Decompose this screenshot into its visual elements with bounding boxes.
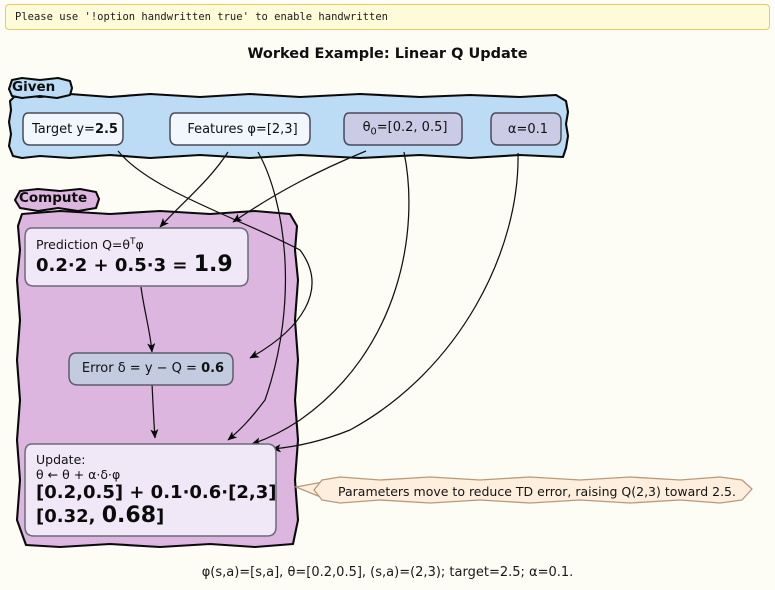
compute-node-error[interactable]: Error δ = y − Q = 0.6 [68,352,236,386]
edge-alpha-to-update [271,152,519,453]
diagram-caption: φ(s,a)=[s,a], θ=[0.2,0.5], (s,a)=(2,3); … [201,565,574,580]
callout-note[interactable]: Parameters move to reduce TD error, rais… [293,476,753,504]
prediction-formula-label: Prediction Q=θTφ [36,236,144,253]
banner-message: Please use '!option handwritten true' to… [15,11,388,23]
target-node-label: Target y=2.5 [32,121,118,137]
compute-node-update[interactable]: Update: θ ← θ + α·δ·φ [0.2,0.5] + 0.1·0.… [24,443,282,537]
alpha-node-shape [490,112,562,146]
alpha-node-label: α=0.1 [507,121,549,137]
edge-theta0-to-prediction [232,150,367,223]
given-node-features[interactable]: Features φ=[2,3] [169,112,315,146]
target-node-shape [22,112,124,146]
update-rule-label: θ ← θ + α·δ·φ [36,467,121,482]
features-node-shape [169,112,311,146]
edge-error-to-update [150,382,159,439]
compute-node-prediction[interactable]: Prediction Q=θTφ 0.2·2 + 0.5·3 = 1.9 [24,227,254,287]
compute-group-tab [13,187,101,213]
theta0-node-shape [343,112,463,146]
update-expression-label: [0.2,0.5] + 0.1·0.6·[2,3] [36,482,277,503]
handwritten-option-banner: Please use '!option handwritten true' to… [5,4,770,30]
edge-target-to-error [117,150,313,359]
page-title: Worked Example: Linear Q Update [247,46,528,62]
prediction-result-label: 0.2·2 + 0.5·3 = 1.9 [36,252,233,278]
edge-theta0-to-update [251,151,410,446]
error-node-label: Error δ = y − Q = 0.6 [81,361,225,376]
theta0-node-label: θ0=[0.2, 0.5] [362,120,448,138]
compute-group-label: Compute [19,190,88,206]
edge-prediction-to-error [140,286,156,353]
given-group-label: Given [12,79,56,95]
update-result-label: [0.32, 0.68] [36,503,165,528]
given-node-target[interactable]: Target y=2.5 [22,112,126,146]
callout-body-shape [313,476,753,504]
features-node-label: Features φ=[2,3] [187,121,298,137]
edge-layer [117,150,519,453]
callout-note-text: Parameters move to reduce TD error, rais… [338,483,736,499]
update-node-shape [24,443,277,537]
given-group-tab [7,76,74,100]
update-title-label: Update: [36,452,86,467]
given-node-alpha[interactable]: α=0.1 [490,112,565,146]
edge-features-to-update [227,151,287,441]
edge-features-to-prediction [159,151,229,228]
given-node-theta0[interactable]: θ0=[0.2, 0.5] [343,112,466,146]
prediction-node-shape [24,227,249,287]
error-node-shape [68,352,234,386]
